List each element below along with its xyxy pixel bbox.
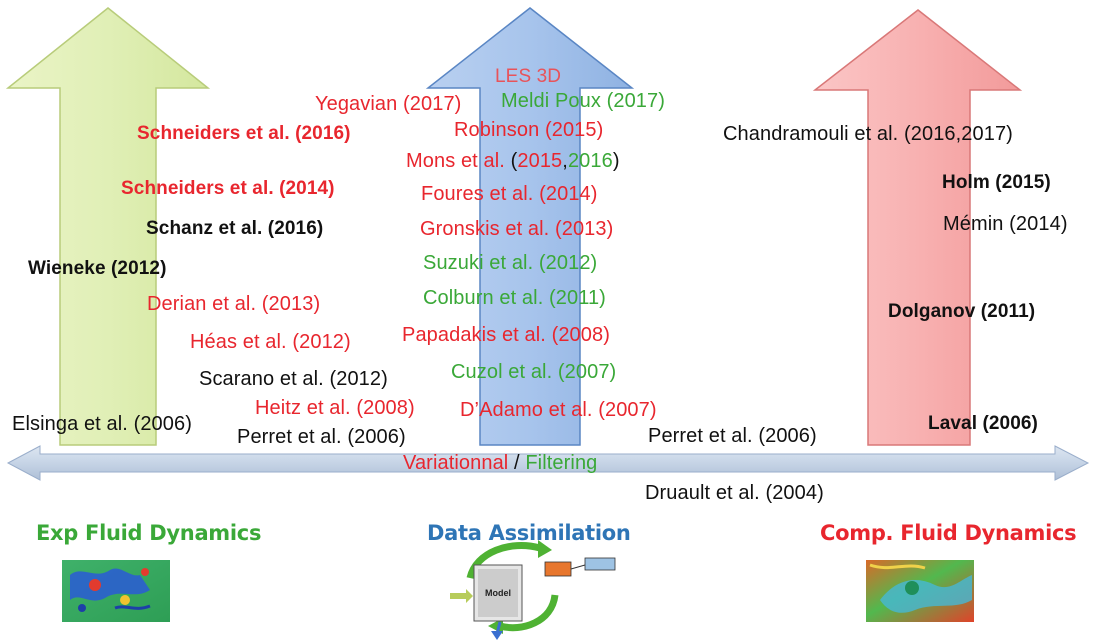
heading-data-assimilation: Data Assimilation (427, 521, 631, 545)
center-vertical-arrow (425, 7, 635, 446)
heading-comp-fluid-dynamics: Comp. Fluid Dynamics (820, 521, 1077, 545)
ref-suzuki-2012: Suzuki et al. (2012) (423, 252, 598, 274)
ref-heitz-2008: Heitz et al. (2008) (255, 397, 415, 419)
ref-perret-2006-right: Perret et al. (2006) (648, 425, 817, 447)
ref-perret-2006-left: Perret et al. (2006) (237, 426, 406, 448)
data-assimilation-thumbnail: Model (450, 540, 616, 640)
mons-paren-close: ) (612, 150, 620, 172)
left-vertical-arrow (5, 7, 211, 446)
ref-robinson-2015: Robinson (2015) (454, 119, 604, 141)
ref-dadamo-2007: D’Adamo et al. (2007) (460, 399, 657, 421)
axis-label-filtering: Filtering (525, 452, 598, 474)
ref-yegavian-2017: Yegavian (2017) (315, 93, 462, 115)
ref-meldi-poux-2017: Meldi Poux (2017) (501, 90, 666, 112)
ref-heas-2012: Héas et al. (2012) (190, 331, 351, 353)
axis-label-separator: / (514, 452, 520, 474)
ref-cuzol-2007: Cuzol et al. (2007) (451, 361, 617, 383)
mons-year-2016: 2016 (567, 150, 613, 172)
ref-scarano-2012: Scarano et al. (2012) (199, 368, 388, 390)
ref-memin-2014: Mémin (2014) (943, 213, 1068, 235)
mons-year-2015: 2015 (517, 150, 563, 172)
ref-chandramouli-2016-2017: Chandramouli et al. (2016,2017) (723, 123, 1013, 145)
horizontal-double-arrow (6, 445, 1090, 481)
ref-wieneke-2012: Wieneke (2012) (28, 258, 167, 279)
heading-exp-fluid-dynamics: Exp Fluid Dynamics (36, 521, 262, 545)
ref-schneiders-2014: Schneiders et al. (2014) (121, 178, 335, 199)
ref-elsinga-2006: Elsinga et al. (2006) (12, 413, 192, 435)
ref-foures-2014: Foures et al. (2014) (421, 183, 598, 205)
model-box-label: Model (485, 588, 511, 598)
ref-mons-2015-2016: Mons et al. (2015,2016) (406, 150, 620, 172)
axis-label-variational: Variationnal (403, 452, 509, 474)
ref-papadakis-2008: Papadakis et al. (2008) (402, 324, 610, 346)
ref-gronskis-2013: Gronskis et al. (2013) (420, 218, 614, 240)
ref-schanz-2016: Schanz et al. (2016) (146, 218, 324, 239)
mons-comma: , (562, 150, 568, 172)
ref-druault-2004: Druault et al. (2004) (645, 482, 824, 504)
cfd-thumbnail (866, 560, 974, 622)
ref-holm-2015: Holm (2015) (942, 172, 1051, 193)
ref-derian-2013: Derian et al. (2013) (147, 293, 321, 315)
ref-colburn-2011: Colburn et al. (2011) (423, 287, 606, 309)
ref-laval-2006: Laval (2006) (928, 413, 1038, 434)
mons-authors: Mons et al. (406, 150, 505, 172)
exp-fluid-thumbnail (62, 560, 170, 622)
right-vertical-arrow (812, 9, 1023, 446)
ref-dolganov-2011: Dolganov (2011) (888, 301, 1036, 322)
ref-schneiders-2016: Schneiders et al. (2016) (137, 123, 351, 144)
les3d-label: LES 3D (495, 66, 562, 87)
mons-paren-open: ( (510, 150, 518, 172)
axis-label: Variationnal / Filtering (403, 452, 597, 474)
